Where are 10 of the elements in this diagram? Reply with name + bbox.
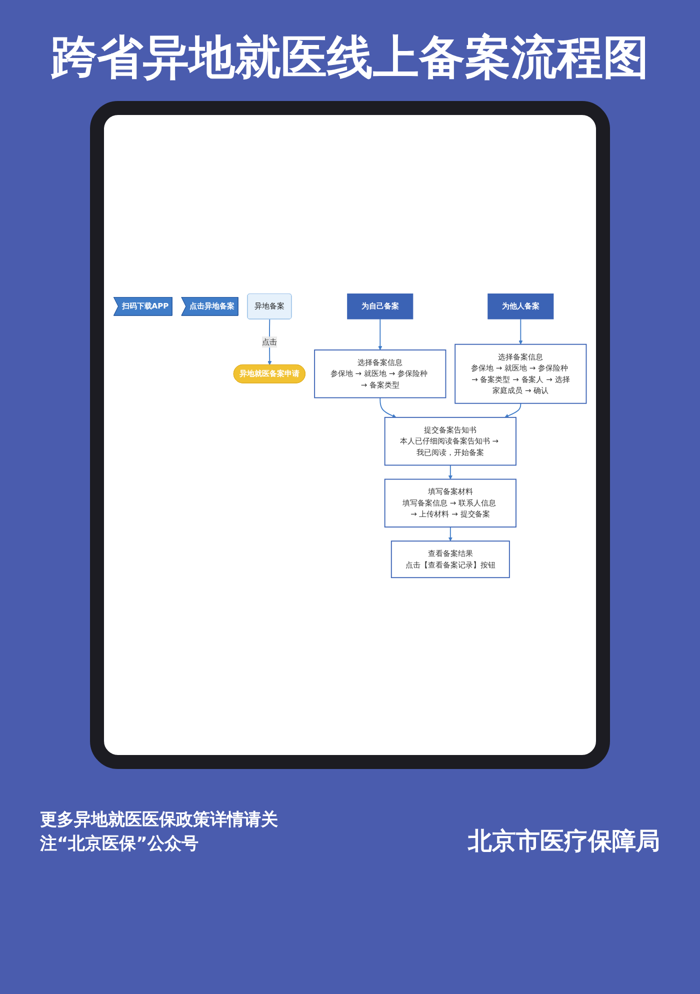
footer-note: 更多异地就医医保政策详情请关注“北京医保”公众号 (40, 809, 279, 856)
arrow (378, 318, 382, 350)
arrow (380, 396, 396, 418)
arrow (448, 526, 452, 541)
poster-title: 跨省异地就医线上备案流程图 (50, 30, 650, 86)
arrow (518, 318, 523, 344)
arrow (448, 464, 452, 479)
arrow (268, 318, 272, 365)
issuer-name: 北京市医疗保障局 (468, 826, 660, 857)
arrow (504, 402, 522, 418)
